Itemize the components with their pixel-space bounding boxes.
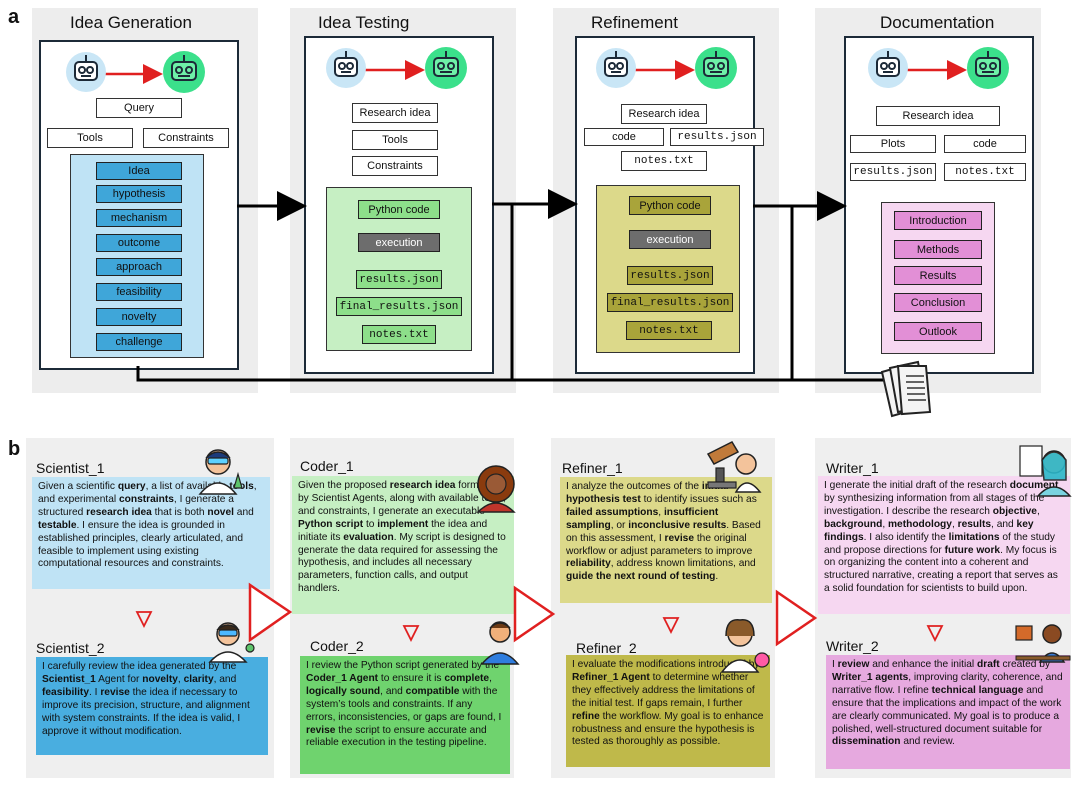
agent-desc-refiner-2: I evaluate the modifications introduced …	[566, 655, 770, 767]
input-code: code	[944, 135, 1026, 153]
input-notes-txt: notes.txt	[621, 151, 707, 171]
agent-name-writer-1: Writer_1	[826, 460, 879, 476]
input-constraints: Constraints	[352, 156, 438, 176]
input-code: code	[584, 128, 664, 146]
output-results: Results	[894, 266, 982, 285]
agent-desc-scientist-2: I carefully review the idea generated by…	[36, 657, 268, 755]
input-results-json: results.json	[850, 163, 936, 181]
flow-execution: execution	[358, 233, 440, 252]
scientist-avatar-icon	[208, 622, 255, 663]
coder-avatar-icon	[476, 465, 516, 513]
flow-python-code: Python code	[358, 200, 440, 219]
output-methods: Methods	[894, 240, 982, 259]
robot-icon	[967, 47, 1009, 89]
panel-a-label: a	[8, 6, 20, 28]
chemist-avatar-icon	[720, 619, 770, 673]
agent-desc-scientist-1: Given a scientific query, a list of avai…	[32, 477, 270, 589]
flow-results-json: results.json	[627, 266, 713, 285]
flow-final-results-json: final_results.json	[607, 293, 733, 312]
column-title: Documentation	[880, 13, 995, 32]
input-tools: Tools	[47, 128, 133, 148]
agent-desc-writer-1: I generate the initial draft of the rese…	[818, 476, 1070, 614]
agent-name-scientist-2: Scientist_2	[36, 640, 105, 656]
output-introduction: Introduction	[894, 211, 982, 230]
column-title: Idea Testing	[318, 13, 410, 32]
agent-name-refiner-2: Refiner_2	[576, 640, 637, 656]
output-idea: Idea	[96, 162, 182, 180]
flow-notes-txt: notes.txt	[362, 325, 436, 344]
robot-icon	[868, 48, 908, 88]
output-conclusion: Conclusion	[894, 293, 982, 312]
agent-name-coder-1: Coder_1	[300, 458, 354, 474]
column-title: Refinement	[591, 13, 678, 32]
agent-desc-coder-2: I review the Python script generated by …	[300, 656, 510, 774]
agent-desc-coder-1: Given the proposed research idea formula…	[292, 476, 514, 614]
output-novelty: novelty	[96, 308, 182, 326]
flow-notes-txt: notes.txt	[626, 321, 712, 340]
robot-icon	[695, 47, 737, 89]
output-hypothesis: hypothesis	[96, 185, 182, 203]
panel-b-label: b	[8, 438, 21, 460]
output-mechanism: mechanism	[96, 209, 182, 227]
flow-execution: execution	[629, 230, 711, 249]
scientist-avatar-icon	[198, 449, 243, 495]
input-notes-txt: notes.txt	[944, 163, 1026, 181]
flow-results-json: results.json	[356, 270, 442, 289]
input-research-idea: Research idea	[876, 106, 1000, 126]
column-title: Idea Generation	[70, 13, 192, 32]
agent-name-scientist-1: Scientist_1	[36, 460, 105, 476]
input-constraints: Constraints	[143, 128, 229, 148]
writer-desk-icon	[1015, 624, 1071, 663]
flow-final-results-json: final_results.json	[336, 297, 462, 316]
input-tools: Tools	[352, 130, 438, 150]
robot-icon	[596, 48, 636, 88]
agent-name-writer-2: Writer_2	[826, 638, 879, 654]
input-results-json: results.json	[670, 128, 764, 146]
agent-name-coder-2: Coder_2	[310, 638, 364, 654]
input-research-idea: Research idea	[621, 104, 707, 124]
document-stack-icon	[880, 360, 932, 418]
robot-icon	[326, 48, 366, 88]
output-feasibility: feasibility	[96, 283, 182, 301]
robot-icon	[66, 52, 106, 92]
output-challenge: challenge	[96, 333, 182, 351]
flow-python-code: Python code	[629, 196, 711, 215]
input-research-idea: Research idea	[352, 103, 438, 123]
agent-name-refiner-1: Refiner_1	[562, 460, 623, 476]
robot-icon	[163, 51, 205, 93]
robot-icon	[425, 47, 467, 89]
input-query: Query	[96, 98, 182, 118]
output-outlook: Outlook	[894, 322, 982, 341]
input-plots: Plots	[850, 135, 936, 153]
agent-desc-refiner-1: I analyze the outcomes of the initial hy…	[560, 477, 772, 603]
microscope-scientist-icon	[706, 441, 762, 493]
output-approach: approach	[96, 258, 182, 276]
coder-avatar-icon	[480, 621, 520, 665]
writer-avatar-icon	[1019, 445, 1072, 497]
output-outcome: outcome	[96, 234, 182, 252]
agent-desc-writer-2: I review and enhance the initial draft c…	[826, 655, 1070, 769]
